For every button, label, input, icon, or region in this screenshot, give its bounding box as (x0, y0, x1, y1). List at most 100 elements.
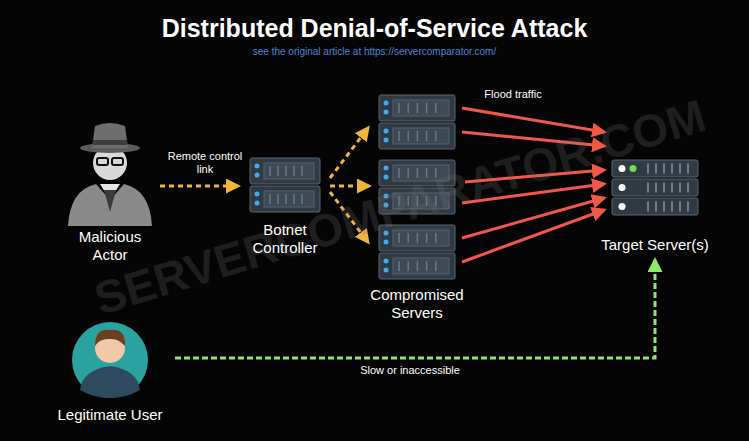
server-rack-icons-part (417, 196, 419, 206)
server-rack-icons-part (435, 233, 437, 243)
extra-attack-arrows-part (330, 128, 368, 178)
server-rack-icons-part (255, 201, 260, 206)
target-server-icon-part-part (687, 164, 689, 174)
server-rack-icons-part (393, 230, 449, 246)
server-rack-icons-part (293, 166, 295, 176)
server-rack-icons-part (393, 128, 449, 144)
server-rack-icons-part (435, 261, 437, 271)
node-label: Legitimate User (45, 406, 175, 424)
target-server-icon-part (619, 184, 626, 191)
user-avatar-icon-part (80, 366, 140, 398)
server-rack-icons-part (379, 95, 455, 121)
server-rack-icons-part (264, 191, 314, 207)
attack-connector (330, 185, 369, 188)
server-rack-icons-part (379, 123, 455, 149)
server-rack-icons-part (398, 261, 400, 271)
server-rack-icons-part (426, 196, 428, 206)
server-rack-icons-part (384, 110, 389, 115)
server-rack-icons-part (293, 194, 295, 204)
server-rack-icons-part (255, 173, 260, 178)
server-rack-icons-part (393, 258, 449, 274)
server-rack-icons-part (407, 103, 409, 113)
server-rack-icons-part (269, 194, 271, 204)
user-avatar-icon-part (95, 330, 125, 346)
hacker-icon-part (112, 158, 123, 165)
server-rack-icons-part (379, 188, 455, 214)
hacker-icon-part (93, 140, 127, 145)
target-server-icon-part-part (647, 202, 649, 212)
user-avatar-icon (72, 322, 148, 398)
server-rack-icons-part (384, 129, 389, 134)
target-server-icon-part-part (679, 164, 681, 174)
server-rack-icons-part (264, 163, 314, 179)
extra-attack-arrows (330, 108, 604, 262)
target-server-icon-part-part (687, 183, 689, 193)
server-group-node: Compromised Servers (369, 92, 465, 322)
server-rack-icons-part (426, 168, 428, 178)
server-rack-icons-part (435, 196, 437, 206)
target-server-icon-part-part (655, 164, 657, 174)
server-rack-icons-part (393, 193, 449, 209)
server-rack-icons-part (384, 138, 389, 143)
server-rack-icons-part (250, 186, 320, 212)
server-rack-icons-part (435, 131, 437, 141)
hacker-icon-part (104, 190, 116, 212)
server-rack-icons-part (426, 103, 428, 113)
server-rack-icons-part (393, 100, 449, 116)
server-rack-icons-part (435, 103, 437, 113)
extra-attack-arrows-part (462, 184, 604, 203)
server-rack-icons-part (301, 166, 303, 176)
server-rack-icons-part (398, 196, 400, 206)
attack-connector (175, 260, 655, 358)
node-label: Compromised Servers (369, 286, 465, 322)
target-server-icon-part (612, 179, 698, 196)
node-label: Target Server(s) (600, 236, 710, 254)
target-server-icon-part-part (671, 202, 673, 212)
server-rack-icons-part (277, 194, 279, 204)
server-rack-icons-part (417, 168, 419, 178)
server-rack-icons-part (379, 160, 455, 186)
hacker-icon-part (68, 184, 152, 226)
server-rack-icons-part (407, 233, 409, 243)
server-rack-icons-part (285, 166, 287, 176)
server-rack-icons-part (426, 131, 428, 141)
extra-attack-arrows-part (330, 192, 368, 242)
target-server-icon-part-part (679, 183, 681, 193)
target-node: Target Server(s) (600, 158, 710, 254)
server-rack-icons-part (384, 101, 389, 106)
target-server-icon-part (648, 164, 688, 212)
server-rack-icons-part (250, 158, 320, 184)
server-rack-icons-part (398, 103, 400, 113)
server-rack-icons-part (393, 165, 449, 181)
server-rack-icons-part (384, 203, 389, 208)
target-server-icon-part-part (655, 202, 657, 212)
target-server-icon-part-part (655, 183, 657, 193)
server-rack-icons-part (277, 166, 279, 176)
server-rack-icons-part (398, 233, 400, 243)
edge-label: Remote control link (163, 150, 247, 176)
target-server-icon-part (612, 198, 698, 215)
server-rack-icons-part (407, 131, 409, 141)
target-server-icon-part-part (671, 183, 673, 193)
target-server-icon-part-part (647, 183, 649, 193)
target-server-icon-part-part (663, 202, 665, 212)
server-rack-icons-part (301, 194, 303, 204)
target-server-icon-part-part (663, 164, 665, 174)
target-server-icon-part (612, 160, 698, 177)
server-rack-icons-part (398, 168, 400, 178)
edge-label: Flood traffic (468, 88, 558, 101)
attack-connector (465, 170, 604, 182)
target-server-icon-part-part (671, 164, 673, 174)
target-server-icon-part-part (687, 202, 689, 212)
user-avatar-icon-part (72, 322, 148, 398)
server-rack-icons-part (255, 192, 260, 197)
server-rack-icons-part (285, 194, 287, 204)
target-server-icon-part-part (647, 164, 649, 174)
node-label: Botnet Controller (240, 221, 330, 257)
source-note: see the original article at https://serv… (0, 46, 749, 57)
server-rack-icons-part (384, 268, 389, 273)
diagram-title: Distributed Denial-of-Service Attack (0, 14, 749, 43)
extra-attack-arrows-part (462, 108, 604, 132)
extra-attack-arrows-part (462, 210, 604, 262)
